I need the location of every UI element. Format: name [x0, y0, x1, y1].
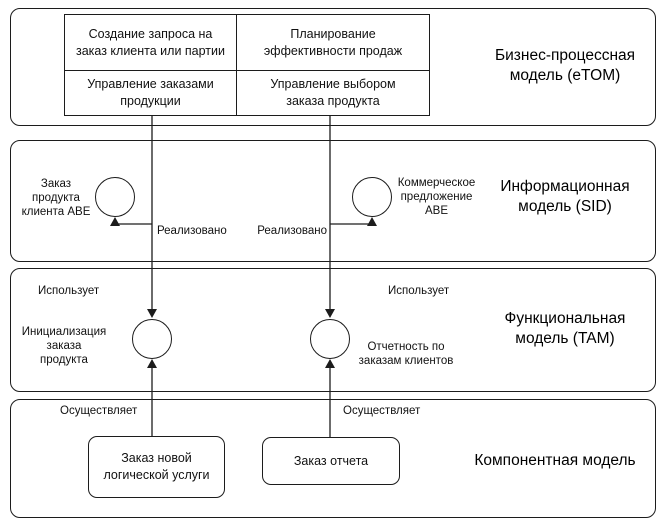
edge-label-uses-right: Использует — [388, 285, 450, 297]
edge-label-realized-right: Реализовано — [257, 225, 327, 237]
etom-box-sales-performance-planning: Планирование эффективности продаж — [236, 14, 430, 71]
connector-realized-left — [147, 116, 157, 318]
edge-label-implements-right: Осуществляет — [343, 405, 421, 417]
tam-function-circle-left — [132, 319, 172, 359]
connector-implements-right — [325, 359, 335, 437]
connector-implements-left — [147, 359, 157, 436]
band-title-etom: Бизнес-процессная модель (eTOM) — [494, 47, 636, 85]
sid-entity-circle-left — [95, 177, 135, 217]
edge-label-implements-left: Осуществляет — [60, 405, 138, 417]
etom-box-product-order-management: Управление заказами продукции — [64, 70, 237, 116]
connector-uses-right — [330, 217, 377, 226]
tam-function-circle-right — [310, 319, 350, 359]
edge-label-uses-left: Использует — [38, 285, 100, 297]
sid-entity-label-left: Заказ продукта клиента ABE — [21, 178, 91, 219]
connector-realized-right — [325, 116, 335, 318]
connector-uses-left — [110, 217, 152, 226]
band-title-component: Компонентная модель — [474, 452, 636, 469]
etom-box-order-selection-management: Управление выбором заказа продукта — [236, 70, 430, 116]
etom-box-create-customer-order-request: Создание запроса на заказ клиента или па… — [64, 14, 237, 71]
tam-function-label-right: Отчетность по заказам клиентов — [358, 341, 454, 368]
edge-label-realized-left: Реализовано — [157, 225, 227, 237]
component-box-report-order: Заказ отчета — [262, 437, 400, 485]
component-box-new-logical-service-order: Заказ новой логической услуги — [88, 436, 225, 498]
tam-function-label-left: Инициализация заказа продукта — [21, 326, 107, 367]
band-title-sid: Информационная модель (SID) — [500, 178, 630, 216]
band-title-tam: Функциональная модель (TAM) — [504, 310, 626, 348]
sid-entity-circle-right — [352, 177, 392, 217]
sid-entity-label-right: Коммерческое предложение ABE — [397, 177, 476, 218]
